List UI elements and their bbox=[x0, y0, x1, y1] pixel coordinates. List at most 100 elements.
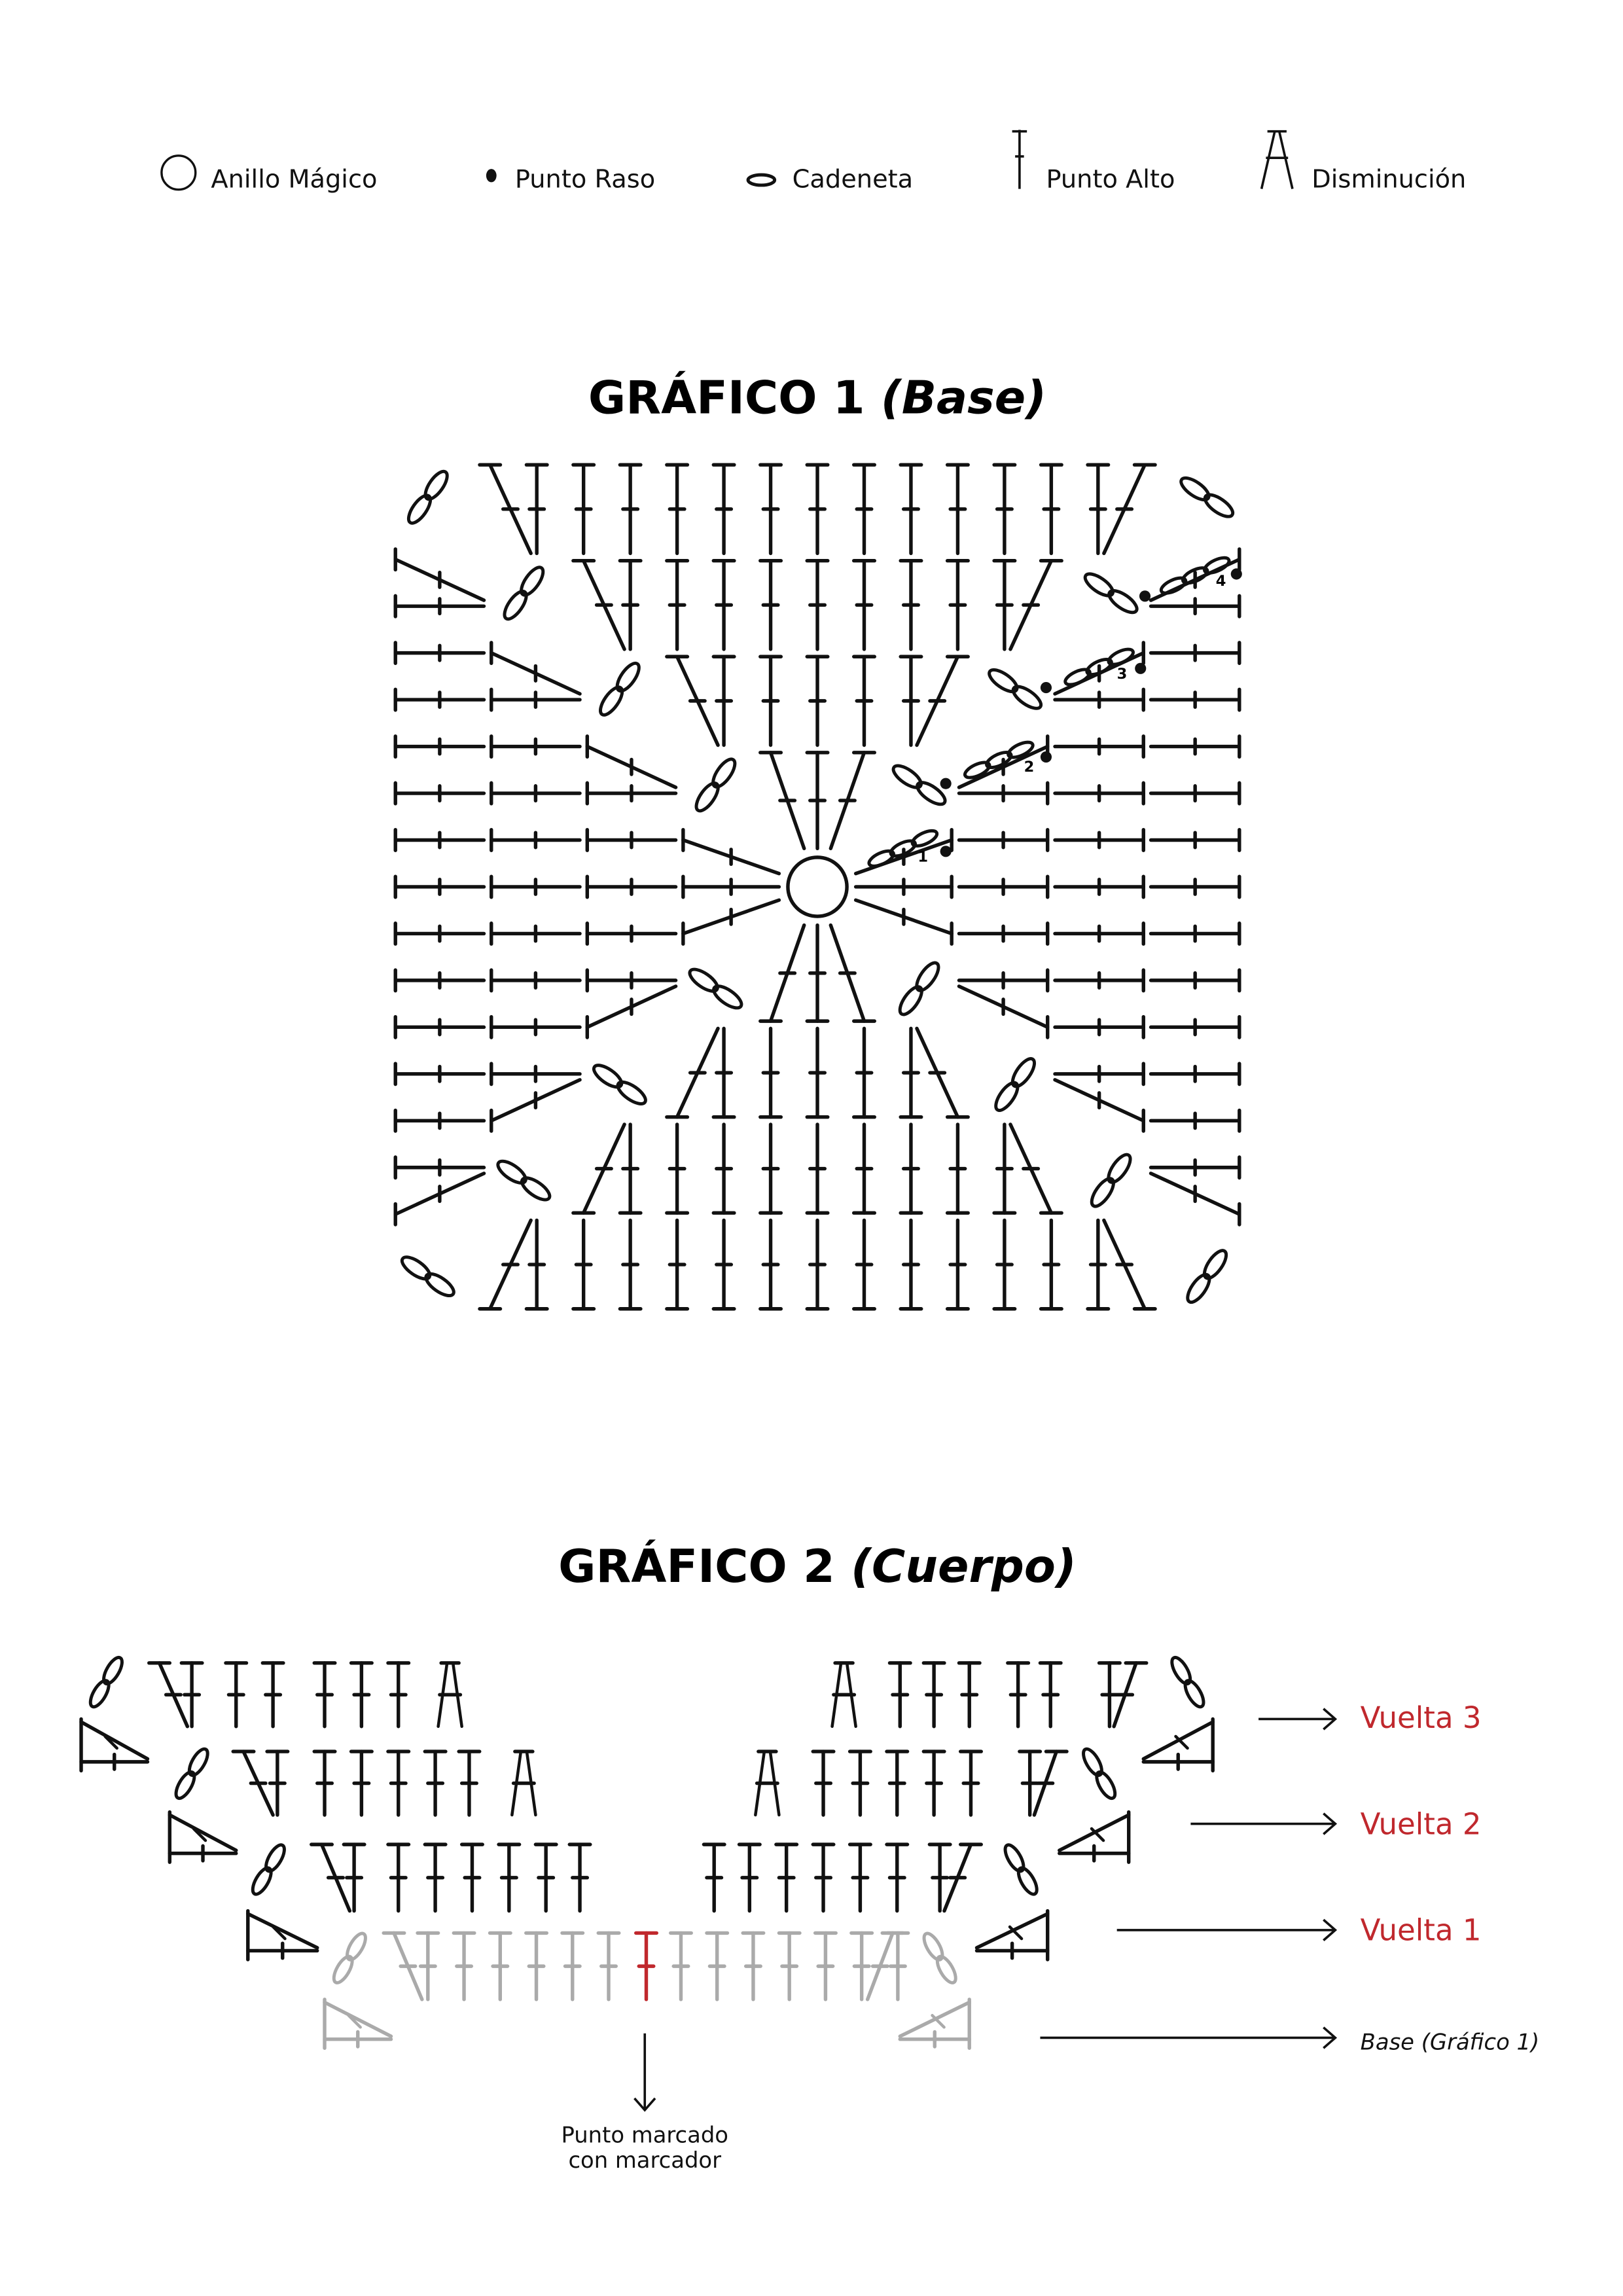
chain-stitches bbox=[922, 1931, 957, 1984]
double-crochet-stitch bbox=[737, 1842, 762, 1913]
double-crochet-stitch bbox=[805, 559, 830, 651]
double-crochet-stitch bbox=[393, 641, 486, 666]
chain-stitch bbox=[1186, 1272, 1211, 1304]
double-crochet-stitch bbox=[571, 463, 596, 556]
double-crochet-stitch bbox=[945, 1218, 970, 1311]
double-crochet-stitch bbox=[957, 1661, 982, 1729]
double-crochet-stitch bbox=[490, 734, 582, 759]
chain-stitch bbox=[694, 781, 720, 813]
double-crochet-stitch bbox=[393, 1155, 486, 1180]
chain-stitch bbox=[1063, 668, 1092, 687]
chart2-title: GRÁFICO 2 (Cuerpo) bbox=[558, 1539, 1077, 1593]
double-crochet-stitch bbox=[1149, 827, 1241, 852]
double-crochet-stitch bbox=[349, 1749, 374, 1817]
double-crochet-stitch bbox=[805, 655, 830, 747]
double-crochet-stitch bbox=[585, 734, 678, 789]
double-crochet-stitch bbox=[1149, 781, 1241, 806]
double-crochet-stitch bbox=[899, 463, 923, 556]
double-crochet-stitch bbox=[805, 463, 830, 556]
increase-stitch bbox=[310, 1842, 366, 1913]
double-crochet-stitch bbox=[957, 968, 1050, 993]
double-crochet-stitch bbox=[851, 655, 876, 747]
double-crochet-stitch bbox=[1053, 921, 1145, 946]
chain-stitches bbox=[174, 1747, 209, 1801]
chain-stitches bbox=[406, 469, 449, 525]
double-crochet-stitch bbox=[992, 1218, 1017, 1311]
double-crochet-stitch bbox=[921, 1749, 946, 1817]
row-label-vuelta-1: Vuelta 1 bbox=[1361, 1913, 1482, 1948]
double-crochet-stitch bbox=[585, 968, 678, 993]
chain-stitch bbox=[711, 757, 737, 789]
chain-stitches bbox=[963, 740, 1035, 780]
double-crochet-stitch bbox=[524, 1218, 549, 1311]
double-crochet-stitch bbox=[618, 463, 643, 556]
double-crochet-stitch bbox=[393, 1062, 486, 1086]
double-crochet-stitch bbox=[524, 1931, 549, 2001]
double-crochet-stitch bbox=[899, 559, 923, 651]
chain-stitches bbox=[400, 1255, 455, 1298]
chain-stitches bbox=[503, 565, 545, 621]
double-crochet-stitch bbox=[992, 559, 1017, 651]
turning-stitches bbox=[974, 1909, 1050, 1962]
chain-stitch bbox=[889, 839, 917, 858]
legend-label-slip-stitch: Punto Raso bbox=[515, 164, 655, 194]
double-crochet-stitch bbox=[490, 921, 582, 946]
chain-stitch bbox=[867, 849, 895, 868]
double-crochet-stitch bbox=[805, 923, 830, 1023]
double-crochet-stitch bbox=[805, 1218, 830, 1311]
chain-stitches bbox=[694, 757, 737, 813]
double-crochet-stitch bbox=[393, 734, 486, 759]
chain-stitch bbox=[891, 764, 923, 789]
double-crochet-stitch bbox=[758, 751, 806, 851]
chain-stitches bbox=[1082, 1747, 1117, 1801]
double-crochet-stitch bbox=[1149, 594, 1241, 619]
double-crochet-stitch bbox=[1102, 1218, 1157, 1311]
double-crochet-stitch bbox=[847, 1842, 872, 1913]
double-crochet-stitch bbox=[478, 1218, 533, 1311]
double-crochet-stitch bbox=[957, 984, 1050, 1039]
row-label-vuelta-3: Vuelta 3 bbox=[1361, 1700, 1482, 1735]
chain-stitch bbox=[332, 1954, 354, 1984]
double-crochet-stitch bbox=[805, 1026, 830, 1119]
base-row bbox=[332, 1931, 957, 2001]
double-crochet-stitch bbox=[1038, 1661, 1063, 1729]
chain-stitch bbox=[1107, 647, 1135, 666]
slip-stitch bbox=[1135, 662, 1147, 674]
double-crochet-stitch bbox=[711, 559, 736, 651]
turning-stitches bbox=[246, 1909, 319, 1962]
double-crochet-stitch bbox=[585, 781, 678, 806]
double-crochet-stitch bbox=[665, 463, 690, 556]
chain-stitches bbox=[1170, 1655, 1205, 1709]
chain-stitch bbox=[688, 967, 719, 993]
chain-stitches bbox=[1090, 1153, 1132, 1208]
slip-stitch bbox=[1230, 568, 1242, 580]
row bbox=[174, 1747, 1117, 1817]
double-crochet-stitch bbox=[386, 1661, 411, 1729]
double-crochet-stitch bbox=[393, 687, 486, 712]
base-label: Base (Gráfico 1) bbox=[1361, 2029, 1540, 2054]
double-crochet-stitch bbox=[811, 1749, 836, 1817]
double-crochet-stitch bbox=[1008, 559, 1063, 651]
double-crochet-stitch bbox=[260, 1661, 285, 1729]
double-crochet-stitch bbox=[423, 1842, 448, 1913]
chain-stitch bbox=[1095, 1770, 1117, 1801]
double-crochet-stitch bbox=[393, 594, 486, 619]
turning-stitches bbox=[898, 1998, 971, 2050]
double-crochet-stitch bbox=[711, 1026, 736, 1119]
double-crochet-stitch bbox=[147, 1661, 190, 1729]
double-crochet-stitch bbox=[758, 559, 783, 651]
double-crochet-stitch bbox=[490, 1078, 582, 1133]
chain-stitches bbox=[1083, 572, 1139, 615]
chain-stitch bbox=[1016, 1866, 1039, 1896]
double-crochet-stitch bbox=[1149, 1062, 1241, 1086]
double-crochet-stitch bbox=[885, 1749, 910, 1817]
double-crochet-stitch bbox=[681, 827, 781, 876]
row bbox=[88, 1655, 1205, 1729]
chain-stitch bbox=[963, 761, 991, 780]
double-crochet-stitch bbox=[571, 1218, 596, 1311]
double-crochet-stitch bbox=[386, 1842, 411, 1913]
double-crochet-stitch bbox=[1149, 1172, 1241, 1227]
square-side bbox=[393, 547, 781, 1298]
chain-stitch bbox=[400, 1255, 432, 1281]
chain-stitch bbox=[187, 1747, 209, 1777]
